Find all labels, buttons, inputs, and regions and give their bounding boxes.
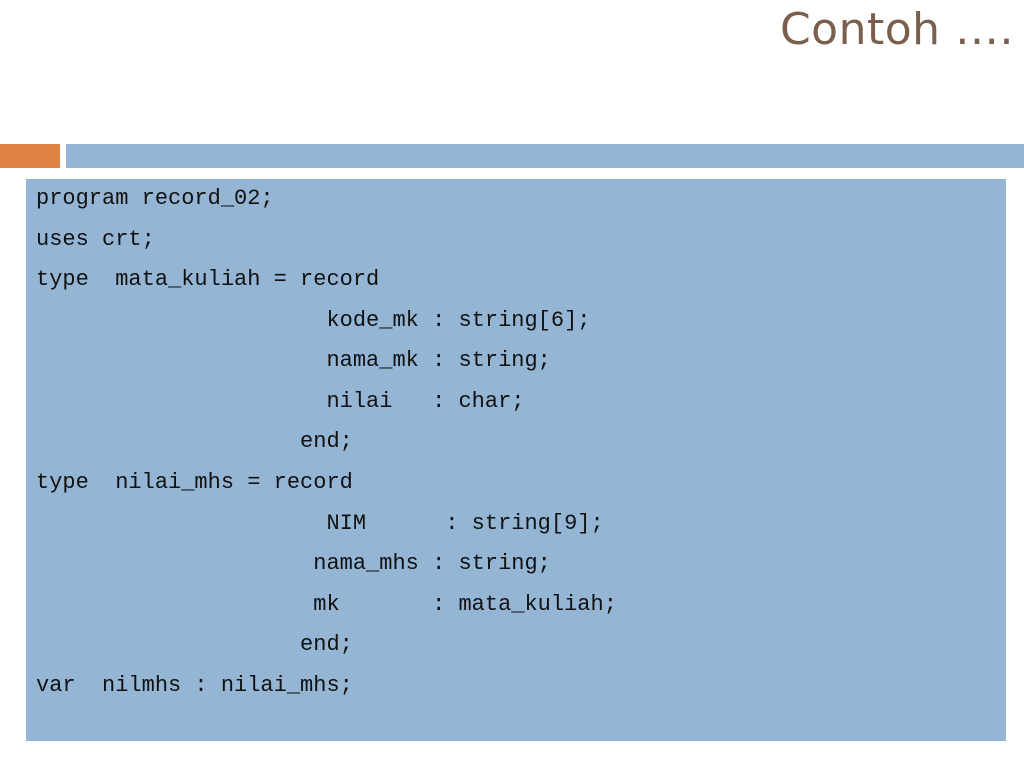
accent-bar-blue — [66, 144, 1024, 168]
code-line: kode_mk : string[6]; — [36, 308, 591, 333]
code-line: program record_02; — [36, 186, 274, 211]
code-block: program record_02; uses crt; type mata_k… — [26, 179, 1006, 741]
code-line: uses crt; — [36, 227, 155, 252]
accent-bar-orange — [0, 144, 60, 168]
code-line: var nilmhs : nilai_mhs; — [36, 673, 353, 698]
code-line: type nilai_mhs = record — [36, 470, 353, 495]
slide-title: Contoh …. — [779, 4, 1014, 55]
code-line: mk : mata_kuliah; — [36, 592, 617, 617]
code-line: nilai : char; — [36, 389, 525, 414]
code-line: nama_mhs : string; — [36, 551, 551, 576]
code-line: NIM : string[9]; — [36, 511, 604, 536]
code-line: type mata_kuliah = record — [36, 267, 380, 292]
code-line: end; — [36, 429, 353, 454]
code-line: nama_mk : string; — [36, 348, 551, 373]
code-line: end; — [36, 632, 353, 657]
